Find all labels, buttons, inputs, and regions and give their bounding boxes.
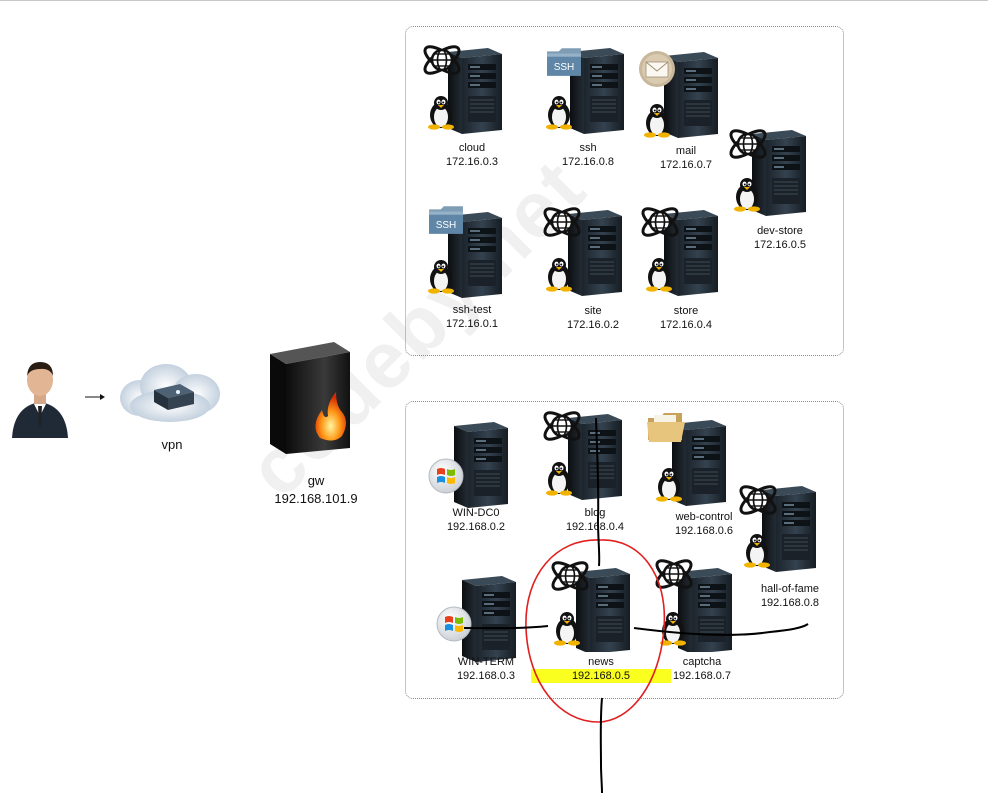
- server-name: dev-store: [757, 225, 803, 237]
- gateway-name: gw: [307, 473, 325, 488]
- ssh-badge-text: SSH: [554, 62, 575, 73]
- server-store: store 172.16.0.4: [638, 200, 748, 331]
- server-name: hall-of-fame: [760, 583, 820, 595]
- server-name: ssh: [579, 142, 597, 154]
- server-ip: 172.16.0.8: [562, 156, 614, 168]
- annotation-line-bottom: [599, 697, 603, 793]
- vpn-label: vpn: [161, 437, 183, 452]
- zone-172-network: [405, 26, 844, 356]
- server-name: store: [673, 305, 699, 317]
- server-ip: 172.16.0.3: [446, 156, 498, 168]
- server-ip: 192.168.0.6: [674, 525, 734, 537]
- server-ip: 192.168.0.2: [446, 521, 506, 533]
- server-name: mail: [675, 145, 697, 157]
- user-avatar: [8, 354, 72, 438]
- server-web-control: web-control 192.168.0.6: [646, 410, 756, 540]
- server-captcha: captcha 192.168.0.7: [652, 552, 762, 692]
- server-ip: 172.16.0.4: [660, 319, 712, 331]
- server-site: site 172.16.0.2: [540, 200, 650, 331]
- server-ip: 172.16.0.1: [446, 318, 498, 330]
- gateway-ip: 192.168.101.9: [274, 491, 358, 506]
- server-cloud: cloud 172.16.0.3: [420, 38, 530, 168]
- server-name: captcha: [682, 656, 722, 668]
- ssh-badge-text: SSH: [436, 220, 457, 231]
- server-ip: 172.16.0.2: [567, 319, 619, 331]
- server-mail: mail 172.16.0.7: [638, 42, 748, 172]
- server-ip: 192.168.0.7: [672, 670, 732, 682]
- server-name: site: [584, 305, 602, 317]
- server-ip: 192.168.0.3: [456, 670, 516, 682]
- server-win-dc0: WIN-DC0 192.168.0.2: [428, 414, 538, 544]
- vpn-cloud-icon: [120, 364, 220, 422]
- server-name: WIN-DC0: [452, 507, 500, 519]
- server-ip: 172.16.0.7: [660, 159, 712, 171]
- server-ip: 172.16.0.5: [754, 239, 806, 251]
- server-ip: 192.168.0.8: [760, 597, 820, 609]
- vpn-node: vpn: [118, 362, 228, 462]
- server-name: web-control: [675, 511, 733, 523]
- server-ssh-test: SSH ssh-test 172.16.0.1: [422, 200, 532, 330]
- gateway-node: gw 192.168.101.9: [262, 340, 382, 510]
- firewall-icon: [270, 342, 350, 454]
- server-dev-store: dev-store 172.16.0.5: [726, 122, 836, 252]
- top-divider-line: [0, 0, 988, 1]
- server-hall-of-fame: hall-of-fame 192.168.0.8: [736, 478, 846, 609]
- server-ssh: SSH ssh 172.16.0.8: [542, 38, 652, 168]
- server-name: ssh-test: [452, 304, 492, 316]
- server-name: cloud: [458, 142, 486, 154]
- server-name: WIN-TERM: [457, 656, 515, 668]
- server-win-term: WIN-TERM 192.168.0.3: [436, 570, 546, 700]
- server-ip: 192.168.0.4: [565, 521, 625, 533]
